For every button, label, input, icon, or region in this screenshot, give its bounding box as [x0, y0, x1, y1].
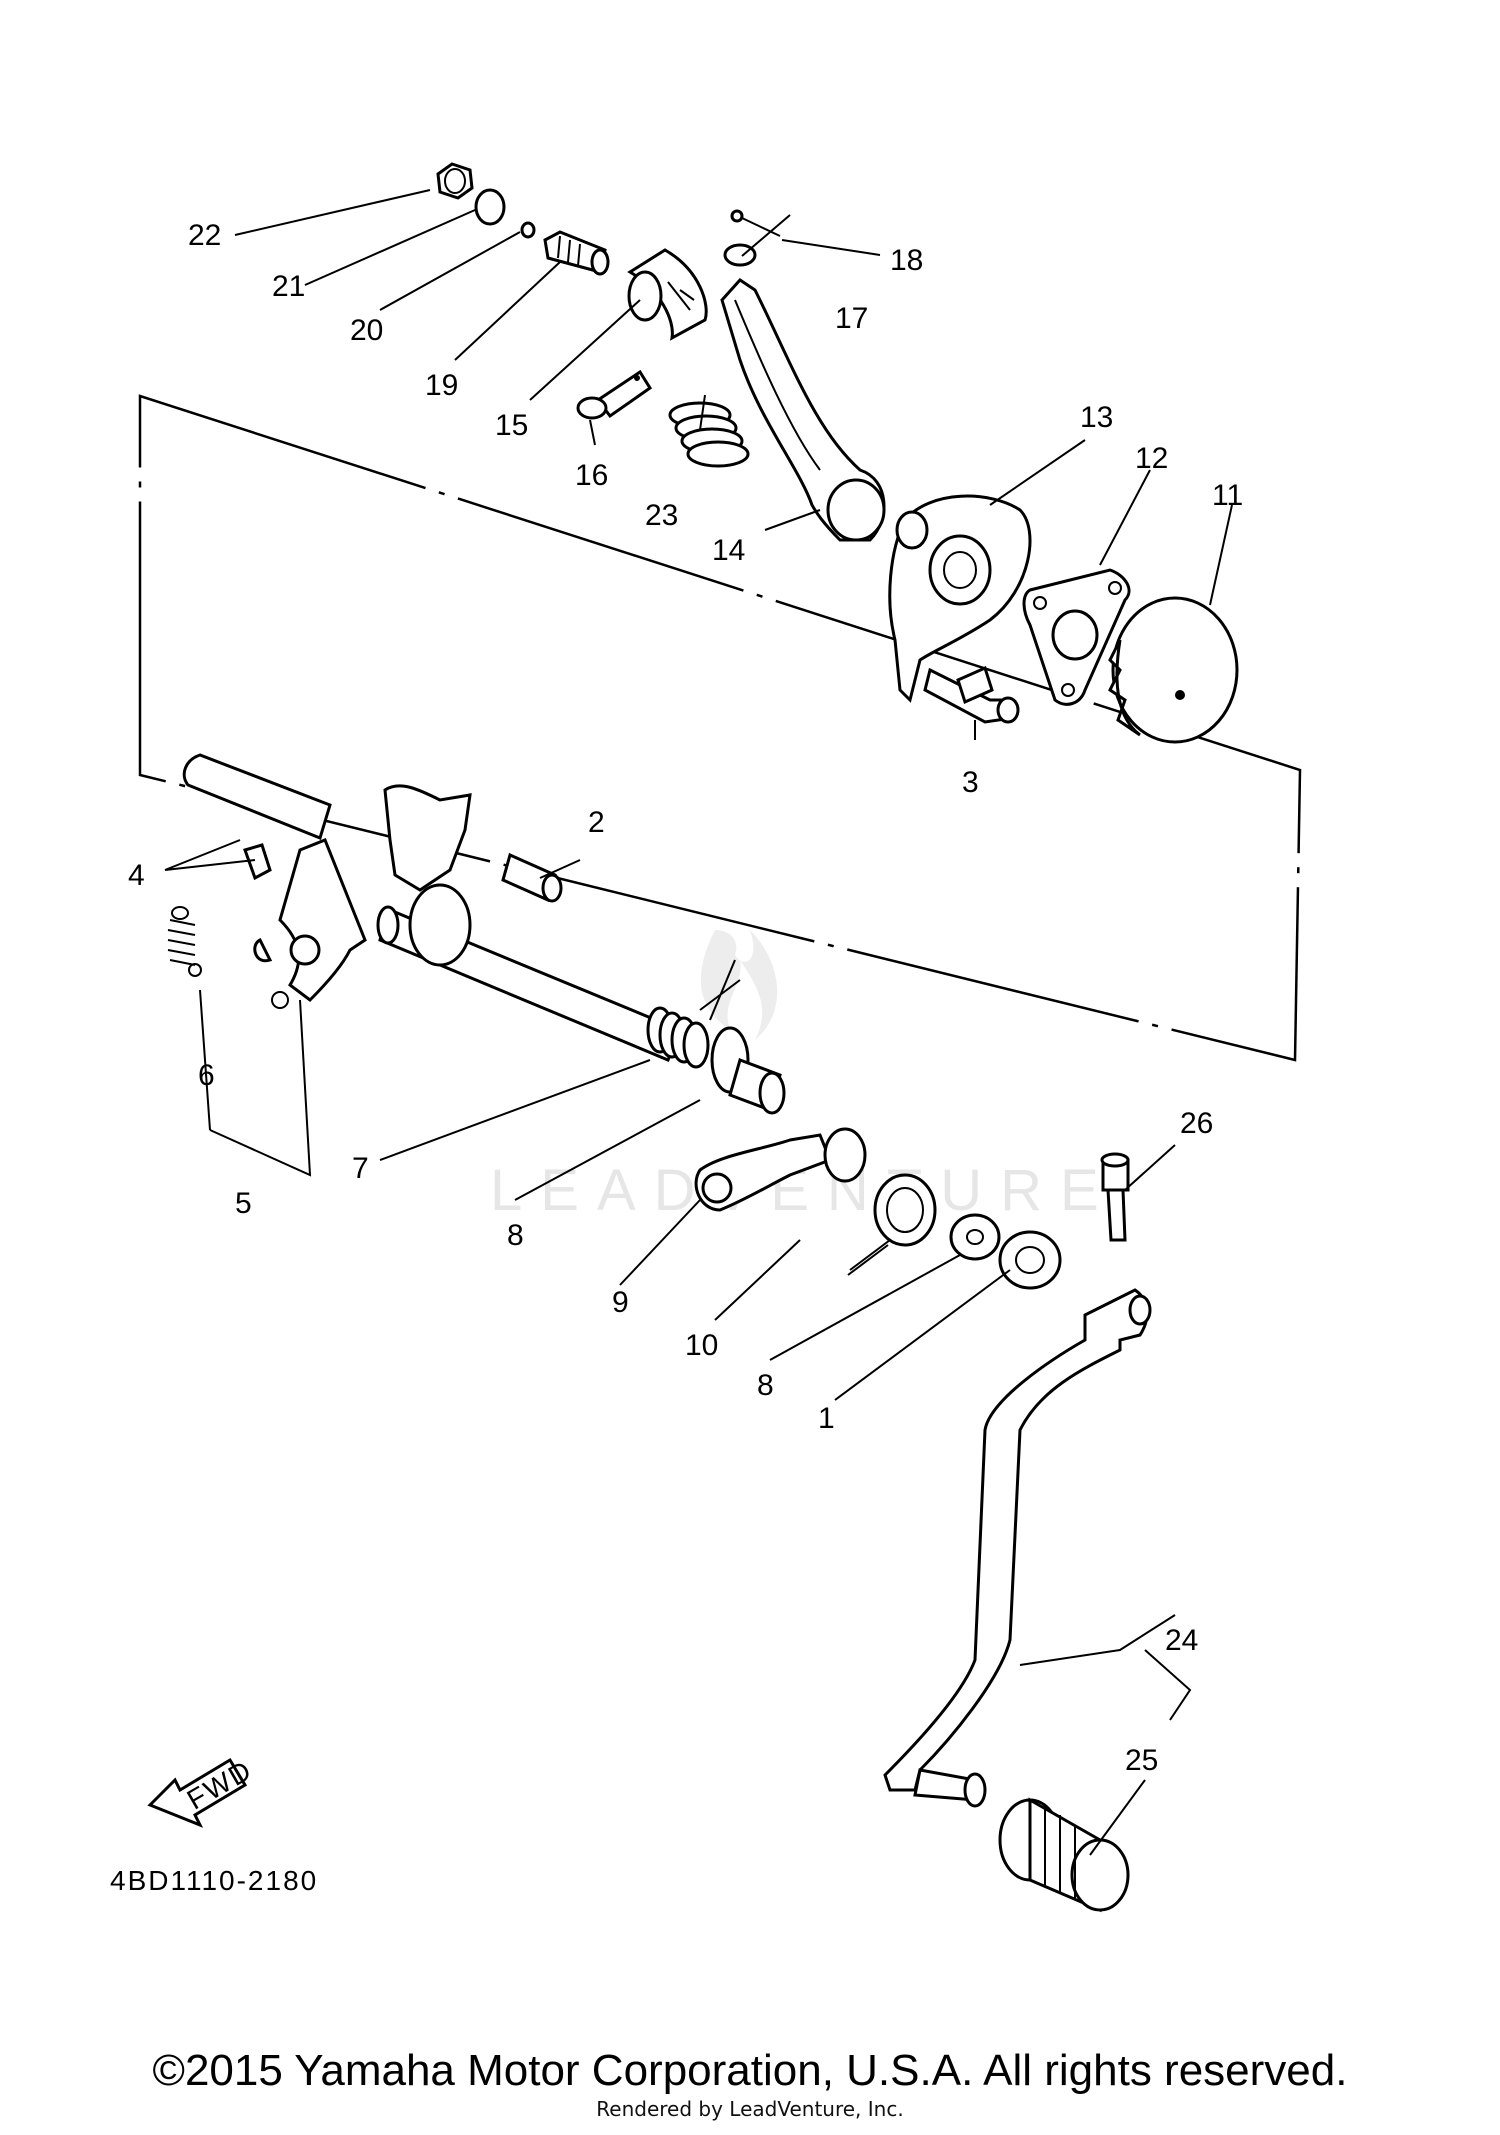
- label-part-22: 22: [188, 219, 221, 252]
- part-9-lever: [694, 1127, 867, 1212]
- fwd-label: FWD: [182, 1754, 258, 1816]
- part-20-o-ring: [520, 221, 536, 239]
- part-16-pin: [576, 369, 653, 420]
- part-15-joint: [627, 248, 708, 341]
- shaft-spring-coils: [646, 1006, 710, 1069]
- label-part-5: 5: [235, 1187, 252, 1220]
- label-part-8-lower: 8: [757, 1369, 774, 1402]
- part-8-washer: [949, 1213, 1001, 1261]
- part-24-shift-pedal: [883, 1288, 1152, 1808]
- fwd-arrow-icon: FWD: [147, 1754, 258, 1828]
- label-part-15: 15: [495, 409, 528, 442]
- label-part-11: 11: [1212, 479, 1243, 512]
- part-23-spring: [668, 401, 750, 468]
- label-part-3: 3: [962, 766, 979, 799]
- part-2-pin: [501, 852, 563, 903]
- part-5-shift-arm: [253, 838, 367, 1009]
- label-part-7: 7: [352, 1152, 369, 1185]
- label-part-19: 19: [425, 369, 458, 402]
- part-labels: 22 21 20 19 15 16 23 14 18 17 13 12 11 3…: [128, 219, 1243, 1777]
- label-part-20: 20: [350, 314, 383, 347]
- part-10-spring: [847, 1173, 937, 1276]
- part-19-bolt: [543, 230, 610, 276]
- part-7-shift-shaft: [376, 883, 786, 1115]
- part-26-bolt: [1100, 1152, 1130, 1242]
- part-25-pedal-rubber: [998, 1797, 1130, 1913]
- label-part-21: 21: [272, 270, 305, 303]
- label-part-6: 6: [198, 1059, 215, 1092]
- part-21-washer: [474, 188, 506, 226]
- part-3-bolt: [923, 665, 1020, 724]
- part-12-plate: [1022, 568, 1131, 706]
- part-13-segment: [888, 494, 1032, 703]
- label-part-16: 16: [575, 459, 608, 492]
- label-part-25: 25: [1125, 1744, 1158, 1777]
- part-22-nut: [436, 162, 474, 200]
- label-part-14: 14: [712, 534, 745, 567]
- watermark: LEADVENTURE: [490, 930, 1099, 1223]
- label-part-26: 26: [1180, 1107, 1213, 1140]
- label-part-1: 1: [818, 1402, 835, 1435]
- rendered-by-credit: Rendered by LeadVenture, Inc.: [596, 2097, 904, 2121]
- label-part-2: 2: [588, 806, 605, 839]
- label-part-23: 23: [645, 499, 678, 532]
- label-part-24: 24: [1165, 1624, 1198, 1657]
- leader-lines: [164, 189, 1233, 1856]
- label-part-12: 12: [1135, 442, 1168, 475]
- label-part-13: 13: [1080, 401, 1113, 434]
- label-part-10: 10: [685, 1329, 718, 1362]
- part-4-shift-guide: [182, 753, 472, 892]
- part-1-oil-seal: [998, 1230, 1062, 1290]
- label-part-9: 9: [612, 1286, 629, 1319]
- part-6-spring: [167, 906, 202, 977]
- label-part-8-upper: 8: [507, 1219, 524, 1252]
- part-18-cotter-pin: [730, 209, 781, 237]
- label-part-17: 17: [835, 302, 868, 335]
- part-11-cam: [1108, 596, 1239, 744]
- part-14-shift-arm: [720, 278, 886, 542]
- copyright-notice: ©2015 Yamaha Motor Corporation, U.S.A. A…: [152, 2046, 1348, 2095]
- diagram-code: 4BD1110-2180: [110, 1865, 318, 1896]
- label-part-4: 4: [128, 859, 145, 892]
- label-part-18: 18: [890, 244, 923, 277]
